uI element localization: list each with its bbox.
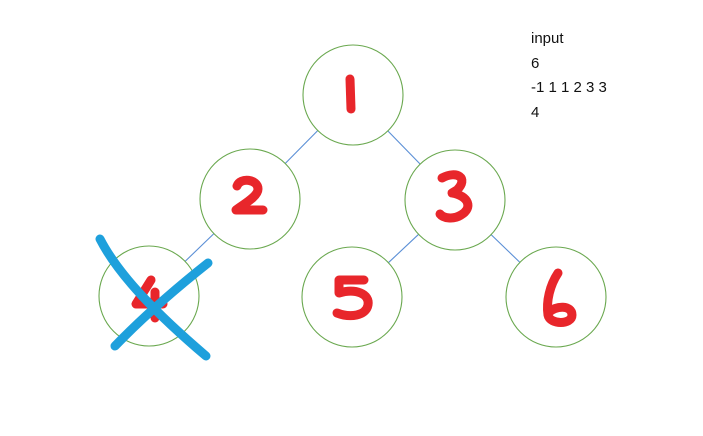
node-circle-3 [404,149,506,251]
input-sample: input 6 -1 1 1 2 3 3 4 [531,27,607,125]
node-label-5 [332,275,373,321]
tree-node-4 [95,234,213,361]
tree-node-1 [302,44,404,146]
cross-out-icon [95,234,213,361]
node-circle-6 [505,246,607,348]
input-line-parents: -1 1 1 2 3 3 [531,79,607,96]
edge-3-5 [388,233,419,264]
node-label-1 [345,74,356,114]
input-line-delete: 4 [531,103,540,121]
node-label-2 [231,175,268,215]
edge-3-6 [490,234,521,263]
tree-node-2 [199,148,301,250]
tree-edges [184,130,521,264]
tree-node-6 [505,246,607,348]
tree-nodes [95,44,607,361]
input-line-label: input [531,30,564,47]
node-label-6 [543,268,577,327]
edge-1-2 [284,130,319,164]
node-circle-5 [301,246,403,348]
input-line-count: 6 [531,54,540,72]
edge-1-3 [387,130,421,165]
tree-node-5 [301,246,403,348]
tree-node-3 [404,149,506,251]
edge-2-4 [184,233,215,262]
node-label-3 [435,170,473,223]
